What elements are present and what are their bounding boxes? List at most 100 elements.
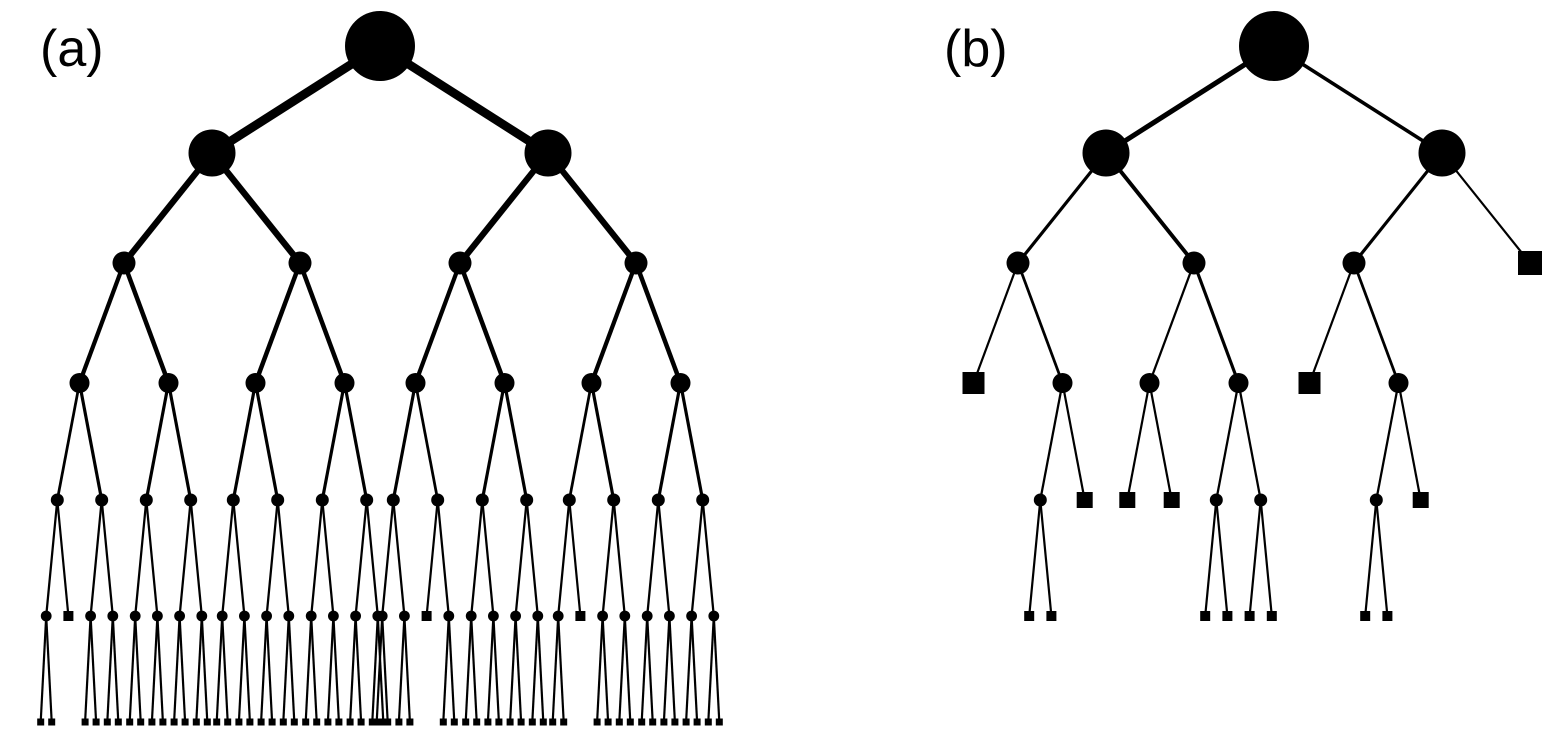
leaf-square — [279, 718, 287, 726]
tree-edge — [221, 615, 229, 723]
leaf-square — [159, 718, 167, 726]
tree-edge — [601, 499, 615, 617]
tree-edge — [332, 615, 340, 723]
tree-edge — [195, 615, 203, 723]
tree-node — [174, 610, 186, 622]
tree-edge — [381, 499, 395, 617]
tree-edge — [972, 262, 1020, 384]
tree-edge — [690, 615, 699, 723]
leaf-square — [593, 718, 601, 726]
tree-node — [1139, 373, 1160, 393]
tree-node — [226, 493, 240, 507]
tree-node — [158, 373, 179, 393]
leaf-square — [649, 718, 657, 726]
leaf-square — [81, 718, 89, 726]
tree-node — [670, 373, 691, 393]
tree-node — [431, 493, 445, 507]
tree-edge — [1215, 382, 1240, 501]
tree-edge — [178, 499, 192, 617]
tree-edge — [134, 615, 142, 723]
tree-edge — [525, 499, 539, 617]
tree-edge — [106, 615, 114, 723]
tree-node — [50, 493, 64, 507]
tree-edge — [39, 615, 48, 723]
leaf-square — [1046, 611, 1057, 621]
tree-edge — [413, 262, 462, 384]
tree-edge — [596, 615, 604, 723]
tree-edge — [1308, 262, 1356, 384]
leaf-square — [406, 718, 414, 726]
tree-node — [641, 610, 653, 622]
tree-edge — [557, 615, 565, 723]
tree-edge — [1237, 382, 1262, 501]
tree-edge — [514, 615, 523, 723]
tree-edge — [678, 382, 705, 501]
tree-edge — [243, 615, 251, 723]
tree-edge — [89, 499, 103, 617]
tree-edge — [701, 499, 715, 617]
tree-node — [1209, 493, 1223, 507]
tree-edge — [662, 615, 671, 723]
root-node — [345, 11, 415, 81]
leaf-square — [302, 718, 310, 726]
leaf-square — [715, 718, 723, 726]
tree-edge — [1352, 262, 1400, 384]
tree-node — [532, 610, 544, 622]
tree-node — [334, 373, 355, 393]
tree-node — [524, 129, 572, 177]
tree-edge — [1204, 499, 1218, 617]
tree-node — [328, 610, 339, 622]
leaf-square — [368, 718, 376, 726]
tree-node — [152, 610, 163, 622]
tree-node — [376, 610, 388, 622]
leaf-square — [1024, 611, 1035, 621]
tree-edge — [557, 499, 571, 617]
root-node — [1239, 11, 1309, 81]
tree-node — [350, 610, 361, 622]
tree-edge — [45, 499, 59, 617]
tree-edge — [601, 615, 610, 723]
leaf-square — [1222, 611, 1233, 621]
leaf-square — [638, 718, 646, 726]
tree-edge — [1259, 499, 1273, 617]
tree-node — [619, 610, 631, 622]
leaf-square — [962, 372, 985, 394]
tree-edge — [221, 499, 235, 617]
tree-node — [494, 373, 515, 393]
tree-edge — [276, 499, 290, 617]
leaf-square — [235, 718, 243, 726]
leaf-square — [671, 718, 679, 726]
tree-edge — [1039, 382, 1064, 501]
tree-node — [271, 493, 285, 507]
tree-edge — [253, 382, 280, 501]
tree-edge — [265, 615, 274, 723]
leaf-square — [92, 718, 100, 726]
tree-node — [288, 251, 312, 275]
panel-b-label: (b) — [944, 20, 1008, 78]
leaf-square — [114, 718, 122, 726]
tree-node — [283, 610, 295, 622]
leaf-square — [1266, 611, 1277, 621]
tree-edge — [1061, 382, 1086, 501]
tree-edge — [121, 262, 171, 384]
tree-edge — [447, 615, 456, 723]
panel-b-nodes — [962, 11, 1542, 621]
panel-a-nodes — [37, 11, 723, 726]
leaf-square — [1076, 492, 1093, 508]
tree-edge — [480, 382, 507, 501]
tree-edge — [178, 615, 187, 723]
leaf-square — [1518, 251, 1542, 275]
panel-a-label: (a) — [40, 20, 104, 78]
tree-node — [245, 373, 266, 393]
tree-node — [686, 610, 697, 622]
tree-edge — [282, 615, 290, 723]
tree-node — [216, 610, 228, 622]
tree-edge — [567, 382, 593, 501]
tree-node — [520, 493, 534, 507]
tree-edge — [134, 499, 148, 617]
tree-edge — [397, 615, 406, 723]
tree-edge — [354, 499, 368, 617]
tree-edge — [470, 615, 478, 723]
tree-edge — [326, 615, 335, 723]
